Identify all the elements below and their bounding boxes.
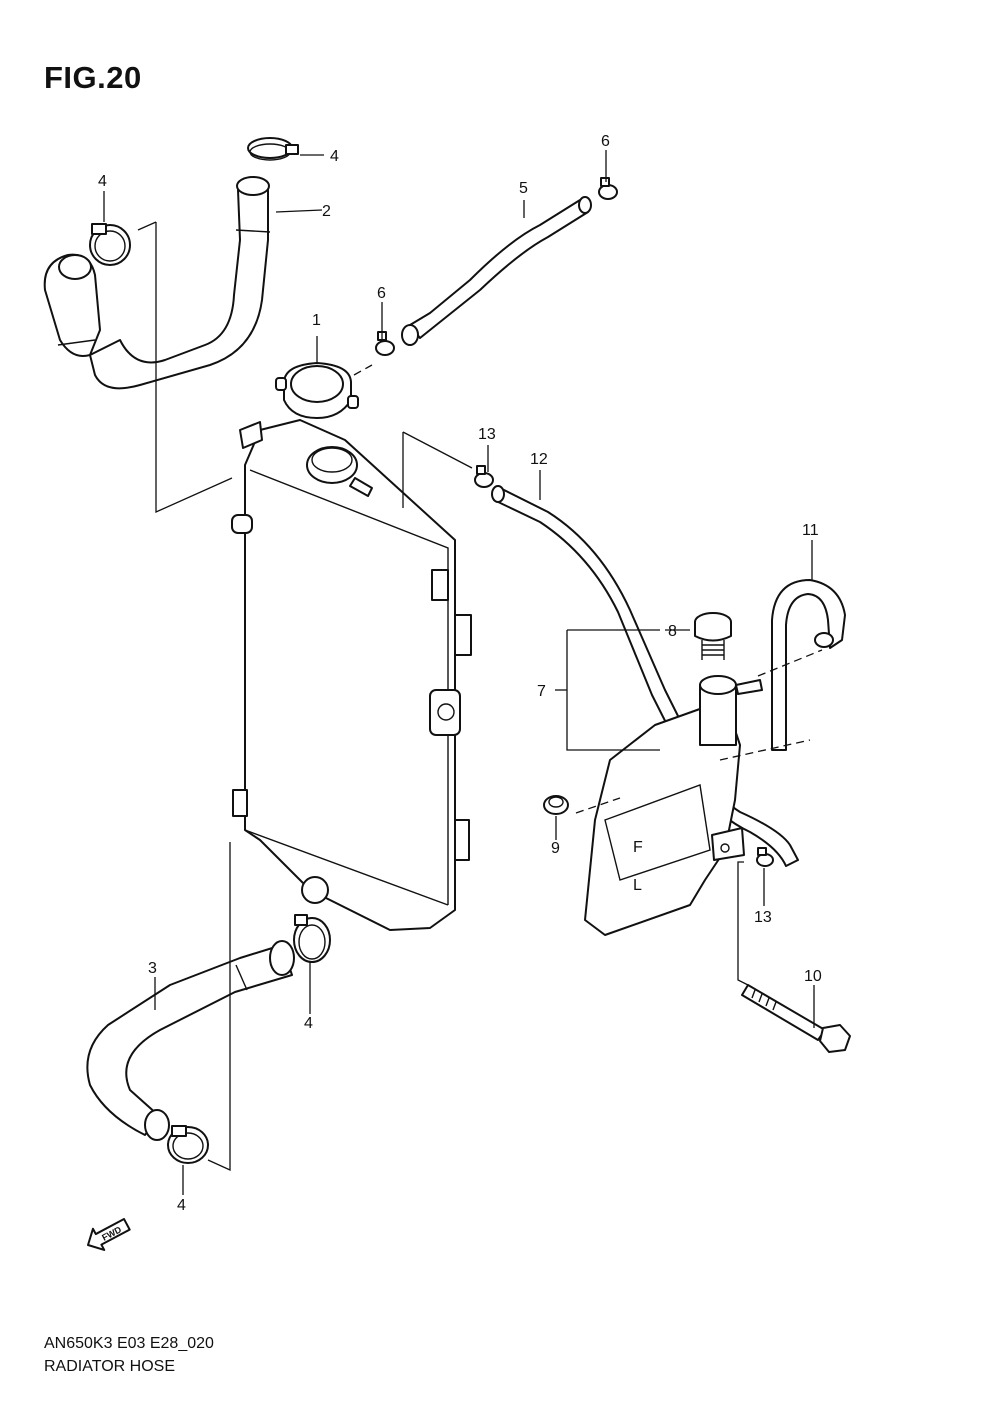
hose-clamp[interactable] (89, 223, 131, 266)
radiator-cap[interactable] (275, 362, 359, 419)
callout-4-mid: 4 (304, 1015, 313, 1032)
grommet[interactable] (543, 795, 569, 815)
callout-2: 2 (322, 203, 331, 220)
callout-12: 12 (530, 451, 548, 468)
callout-4-left: 4 (98, 173, 107, 190)
hose-clip[interactable] (756, 847, 774, 867)
model-code: AN650K3 E03 E28_020 (44, 1335, 214, 1352)
callout-13-top: 13 (478, 426, 496, 443)
callout-6-mid: 6 (377, 285, 386, 302)
callout-6-top: 6 (601, 133, 610, 150)
callout-5: 5 (519, 180, 528, 197)
callout-1: 1 (312, 312, 321, 329)
callout-10: 10 (804, 968, 822, 985)
reservoir-inlet-hose[interactable] (401, 196, 592, 346)
reservoir-cap[interactable] (694, 612, 732, 660)
callout-4-top: 4 (330, 148, 339, 165)
reservoir-tank[interactable]: F L (584, 675, 763, 936)
callout-8: 8 (668, 623, 677, 640)
tank-mark-f: F (633, 839, 643, 856)
radiator (231, 419, 472, 931)
callout-11: 11 (802, 522, 819, 539)
hose-clip[interactable] (474, 465, 494, 488)
figure-title: FIG.20 (44, 60, 142, 95)
hose-clamp[interactable] (167, 1125, 209, 1164)
callout-7: 7 (537, 683, 546, 700)
bolt[interactable] (741, 984, 851, 1053)
callout-9: 9 (551, 840, 560, 857)
assembly-lines (137, 221, 823, 1172)
hose-clip[interactable] (375, 331, 395, 356)
forward-arrow-icon: FWD (87, 1218, 131, 1251)
leader-lines (103, 150, 815, 1195)
callout-4-bottom: 4 (177, 1197, 186, 1214)
radiator-filler-neck (306, 446, 373, 497)
upper-radiator-hose[interactable] (43, 176, 271, 390)
part-name: RADIATOR HOSE (44, 1358, 175, 1375)
hose-clip[interactable] (598, 177, 618, 200)
callout-3: 3 (148, 960, 157, 977)
callout-13-bottom: 13 (754, 909, 772, 926)
lower-radiator-hose[interactable] (86, 940, 295, 1141)
tank-mark-l: L (633, 877, 642, 894)
breather-hose[interactable] (771, 579, 846, 751)
hose-clamp[interactable] (293, 914, 331, 963)
overflow-hose[interactable] (491, 485, 799, 867)
hose-clamp[interactable] (247, 137, 299, 161)
